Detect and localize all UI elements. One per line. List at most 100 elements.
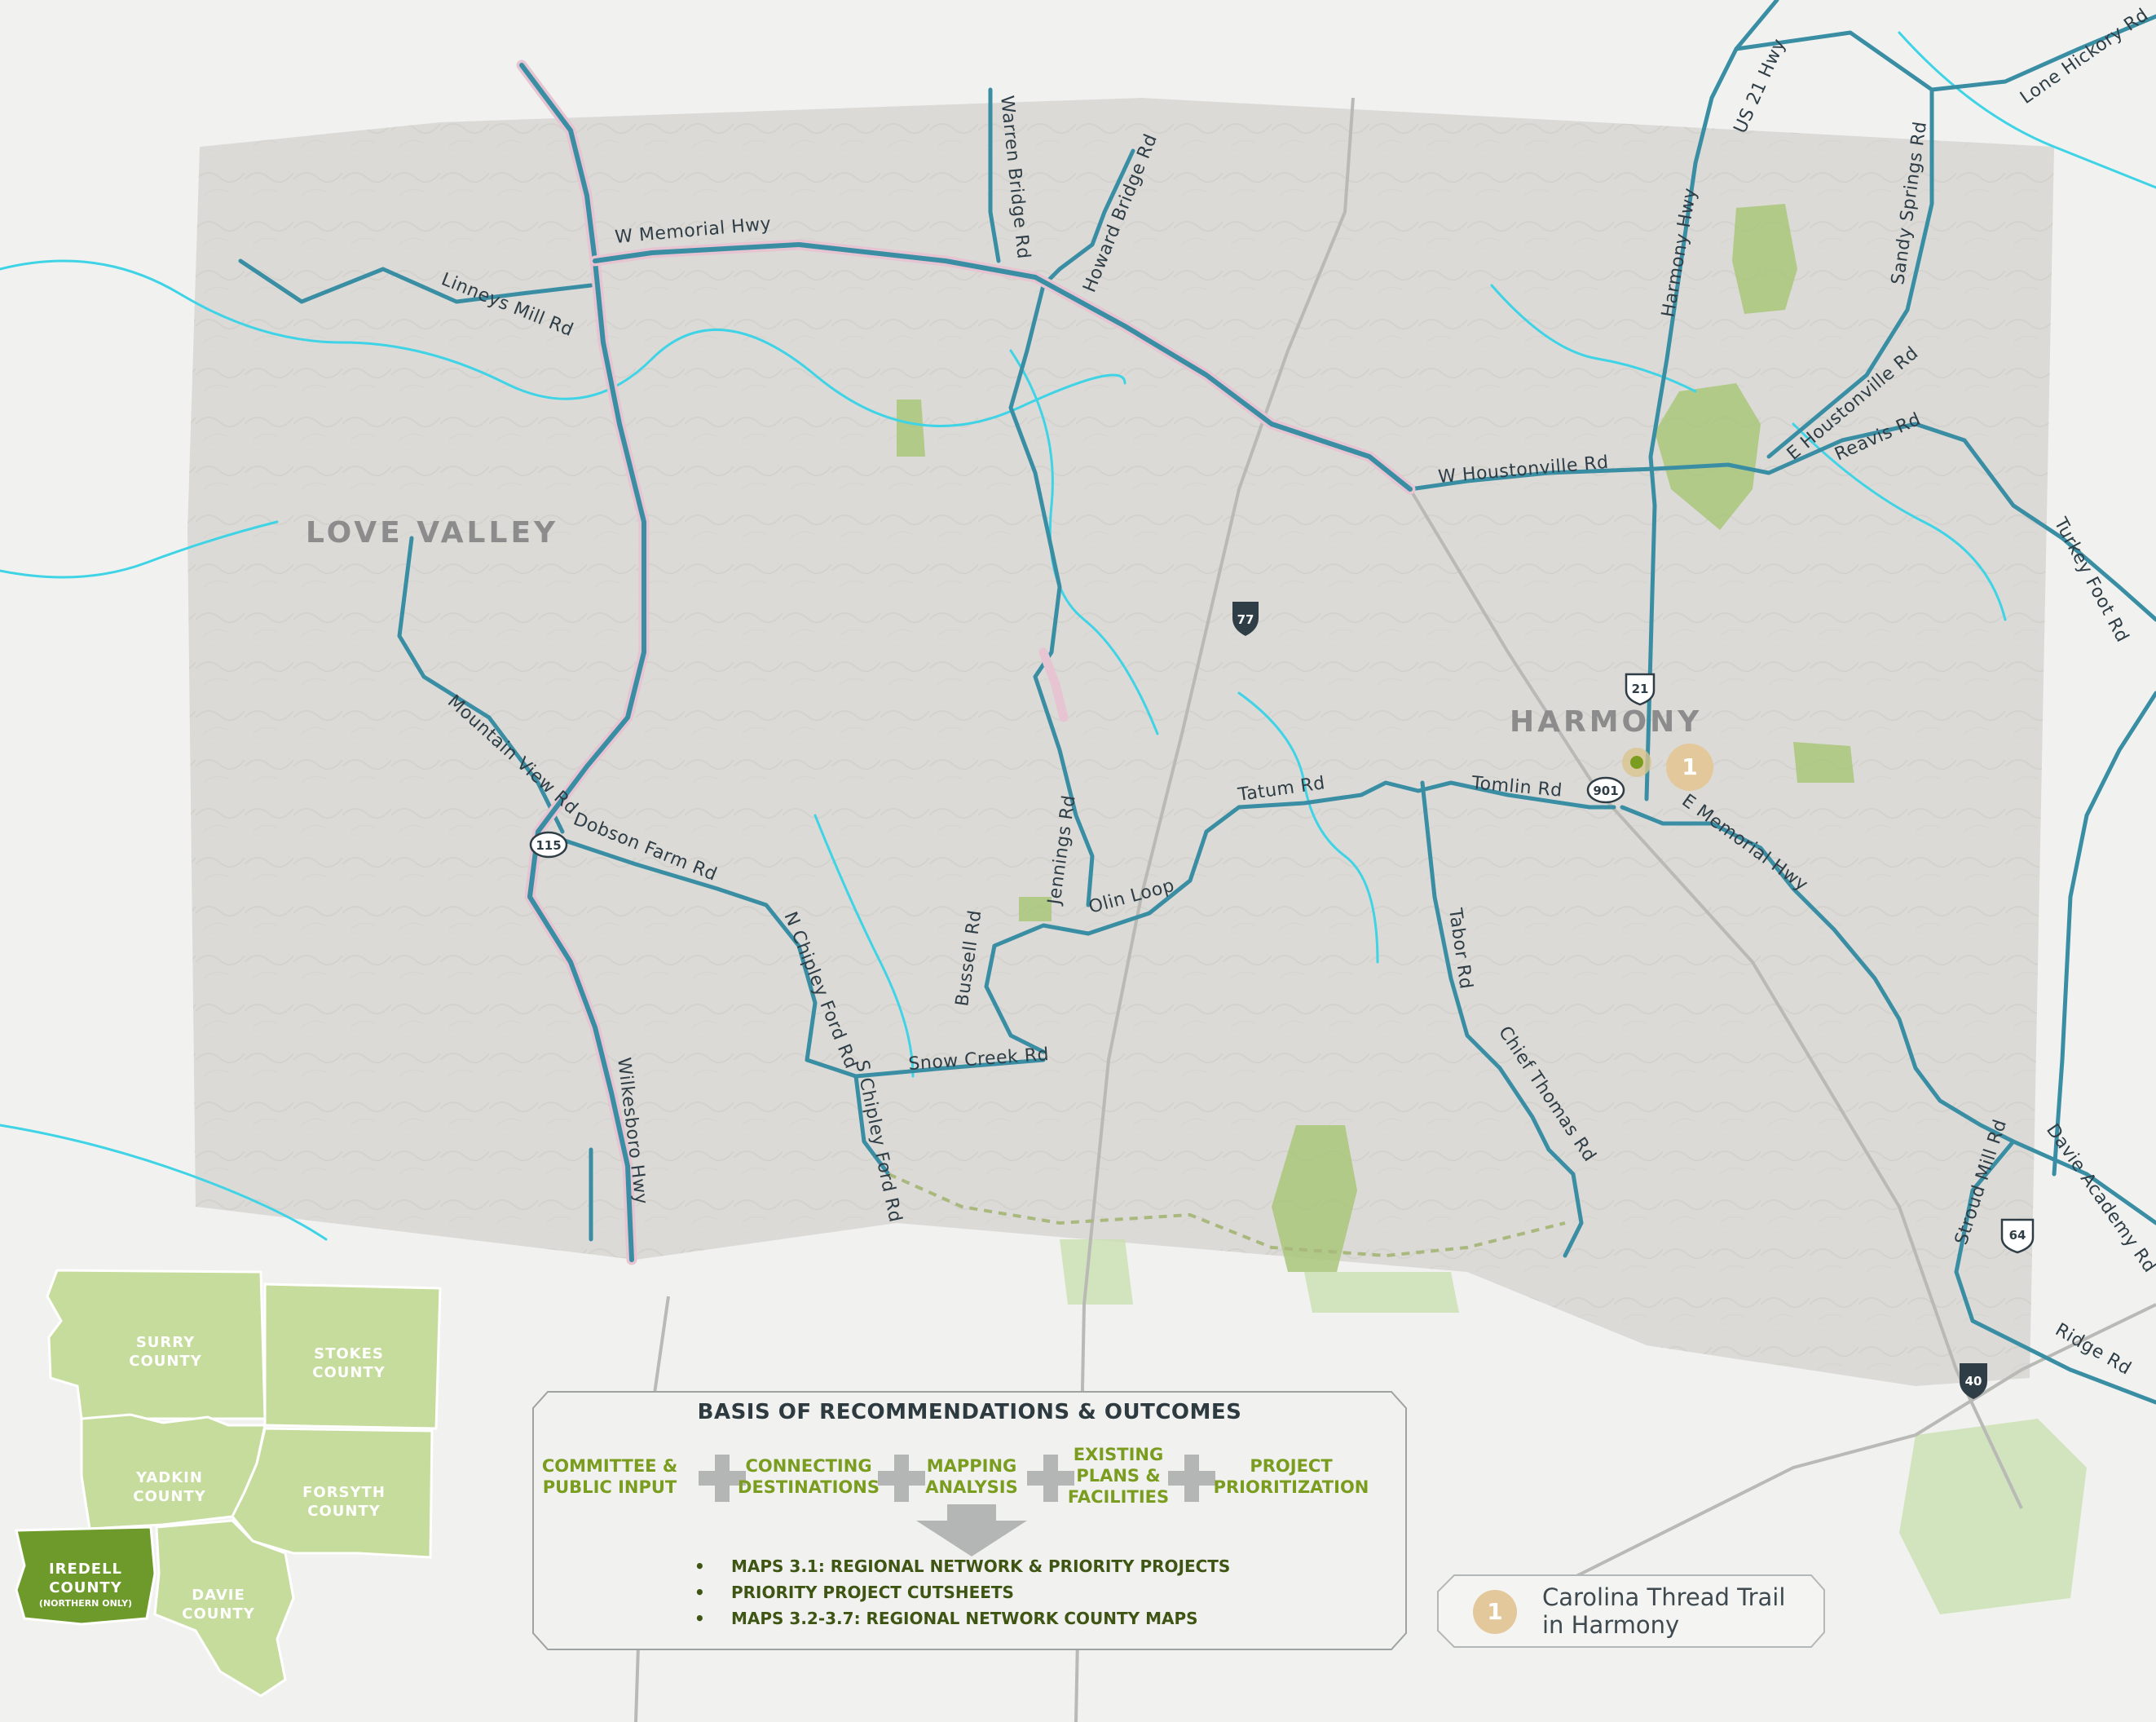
label-stokes-county: COUNTY [312,1364,386,1381]
shield-i77-number: 77 [1237,612,1254,627]
county-surry [46,1269,267,1420]
road-tatum-tomlin [1086,780,1616,936]
shield-us21-number: 21 [1632,682,1649,696]
road-warren-bridge [988,87,1001,263]
park-harmony [1655,383,1761,530]
place-label-love-valley: LOVE VALLEY [306,516,558,550]
park-south-band [1304,1272,1459,1313]
terrain-hillshade [187,98,2054,1386]
label-forsyth-county: COUNTY [307,1503,381,1520]
stream-harmony-east [1792,422,2007,621]
label-forsyth: FORSYTH [302,1484,386,1501]
label-iredell: IREDELL [49,1561,122,1578]
plus-icon-2 [878,1455,925,1502]
parks [897,204,1854,1272]
network-roads [238,0,2156,1405]
shield-i77: 77 [1232,602,1259,636]
shield-i40-number: 40 [1965,1374,1982,1389]
road-harmony-hwy [1644,0,1779,801]
road-dobson-chipley [560,837,1046,1079]
step-existing-plans-facilities: EXISTING PLANS & FACILITIES [1067,1445,1170,1507]
step-project-prioritization: PROJECT PRIORITIZATION [1213,1456,1369,1497]
road-east-edge [2052,691,2156,1177]
label-surry: SURRY [136,1334,195,1351]
shield-nc115-number: 115 [536,838,561,853]
county-stokes [263,1283,442,1430]
outcomes-list: MAPS 3.1: REGIONAL NETWORK & PRIORITY PR… [694,1553,1230,1631]
road-mountain-view [397,536,565,834]
road-tabor-chief-thomas [1420,780,1584,1258]
label-stokes: STOKES [314,1345,384,1362]
wilkesboro-hwy [519,63,646,1262]
legend-text: Carolina Thread Trail in Harmony [1542,1583,1786,1639]
label-yadkin-county: COUNTY [133,1488,206,1505]
down-arrow-icon [916,1504,1027,1556]
step-connecting-destinations: CONNECTING DESTINATIONS [738,1456,880,1497]
jennings-casing [1038,647,1069,722]
plus-icon-1 [699,1455,746,1502]
park-east [1793,742,1854,783]
shield-nc901-number: 901 [1593,784,1618,798]
shield-i40: 40 [1960,1363,1987,1399]
road-sandy-springs [1766,87,1934,459]
road-lone-hickory [1734,14,2156,92]
park-small [1019,897,1052,921]
shield-us21: 21 [1625,673,1656,706]
shield-nc901: 901 [1586,776,1625,804]
outcome-item: MAPS 3.1: REGIONAL NETWORK & PRIORITY PR… [694,1553,1230,1579]
road-linneys-mill [238,258,593,304]
stream-north [0,259,1126,427]
road-w-houstonville [1408,466,1657,492]
county-forsyth [231,1427,434,1559]
park-south [1272,1125,1357,1272]
road-jennings [1008,283,1095,907]
county-inset-map: SURRY COUNTY STOKES COUNTY YADKIN COUNTY… [15,1269,442,1698]
label-surry-county: COUNTY [129,1353,202,1370]
outcome-item: MAPS 3.2-3.7: REGIONAL NETWORK COUNTY MA… [694,1605,1230,1631]
road-davie-academy [2011,1139,2156,1225]
shield-nc115: 115 [529,831,568,859]
minor-roads [634,97,2156,1722]
plus-icon-4 [1168,1455,1215,1502]
road-e-memorial [1620,805,2016,1144]
legend-box: 1 Carolina Thread Trail in Harmony [1436,1574,1826,1649]
park-south-west [1060,1239,1133,1305]
step-mapping-analysis: MAPPING ANALYSIS [925,1456,1018,1497]
outcome-item: PRIORITY PROJECT CUTSHEETS [694,1579,1230,1605]
w-memorial-hwy [593,242,1413,492]
rail-line [1409,488,2023,1509]
shield-us64: 64 [2000,1218,2035,1254]
priority-roads [516,60,1416,1265]
plus-icon-3 [1027,1455,1074,1502]
county-davie [153,1519,295,1698]
park-north-harmony [1732,204,1797,314]
stream-west [0,520,279,579]
interstate-40 [1466,1303,2156,1632]
interstate-77 [1074,97,1355,1722]
step-committee-public-input: COMMITTEE & PUBLIC INPUT [541,1456,678,1497]
place-label-harmony: HARMONY [1510,705,1702,739]
label-davie: DAVIE [192,1587,245,1604]
legend-background [1437,1574,1825,1648]
label-iredell-county: COUNTY [49,1579,122,1596]
road-ridge [1954,1139,2156,1405]
label-iredell-note: (NORTHERN ONLY) [39,1598,132,1609]
harmony-trail-badge: 1 [1666,744,1713,791]
shield-us64-number: 64 [2009,1228,2026,1243]
county-iredell [15,1526,157,1626]
stream-southwest [0,1124,328,1241]
legend-trail-badge: 1 [1473,1590,1517,1634]
basis-panel: BASIS OF RECOMMENDATIONS & OUTCOMES COMM… [531,1390,1408,1651]
proposed-trail-south [888,1172,1566,1258]
road-bussell [984,923,1091,1054]
road-s-chipley [853,1074,891,1177]
road-houstonville-turkey-foot [1652,422,2156,622]
park-southeast [1899,1419,2087,1614]
parks-outside [1060,1239,2087,1614]
park-central [897,400,925,457]
basis-title: BASIS OF RECOMMENDATIONS & OUTCOMES [697,1400,1242,1424]
harmony-marker-dot [1630,756,1643,769]
stream-east-mid [1237,691,1379,964]
